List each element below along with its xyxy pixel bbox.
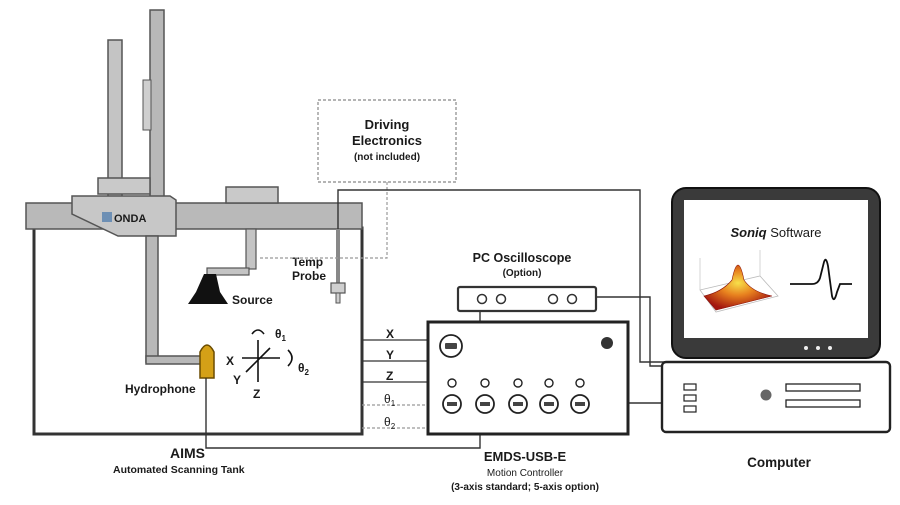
monitor-button-2 bbox=[816, 346, 820, 350]
computer: Soniq Software Computer bbox=[660, 187, 892, 470]
theta1-arrow-icon bbox=[251, 329, 265, 335]
controller-note: (3-axis standard; 5-axis option) bbox=[451, 482, 599, 493]
controller-subtitle: Motion Controller bbox=[487, 468, 564, 479]
beam-carriage bbox=[225, 186, 279, 204]
power-button-icon bbox=[760, 389, 772, 401]
axis-line-label-y: Y bbox=[386, 348, 394, 362]
osc-port-4 bbox=[566, 293, 578, 305]
vertical-column bbox=[149, 9, 165, 201]
temp-probe-tip bbox=[335, 292, 341, 304]
column-bracket bbox=[142, 79, 152, 131]
motion-controller: EMDS-USB-E Motion Controller (3-axis sta… bbox=[426, 320, 630, 493]
drive-slot-2 bbox=[683, 394, 697, 402]
optical-drive-2 bbox=[785, 399, 861, 408]
axis-control-lines: X Y Z θ1 θ2 bbox=[362, 327, 428, 431]
axis-glyph-y bbox=[245, 347, 271, 373]
axis-x-label: X bbox=[226, 354, 234, 368]
onda-logo-mark bbox=[102, 212, 112, 222]
hydrophone-arm bbox=[145, 355, 203, 365]
theta1-label: θ1 bbox=[275, 327, 287, 343]
theta2-label: θ2 bbox=[298, 361, 310, 377]
column-base bbox=[97, 177, 151, 195]
oscilloscope-usb-cable bbox=[596, 296, 668, 367]
optical-drive-1 bbox=[785, 383, 861, 392]
axis-y-label: Y bbox=[233, 373, 241, 387]
status-led bbox=[601, 337, 613, 349]
axis-line-label-theta1: θ1 bbox=[384, 392, 396, 408]
monitor-button-3 bbox=[828, 346, 832, 350]
hydrophone-rod bbox=[145, 235, 159, 363]
beam-profile-plot-icon bbox=[699, 250, 779, 313]
driving-electronics-line1: Driving bbox=[365, 117, 410, 132]
source-arm bbox=[206, 267, 250, 276]
monitor-button-1 bbox=[804, 346, 808, 350]
temp-probe-label-line2: Probe bbox=[292, 269, 326, 283]
hydrophone-probe bbox=[199, 344, 215, 379]
temp-probe-label-line1: Temp bbox=[292, 255, 323, 269]
aims-subtitle: Automated Scanning Tank bbox=[113, 464, 245, 476]
theta2-arrow-icon bbox=[287, 349, 293, 367]
tank-body bbox=[32, 226, 364, 436]
controller-ports bbox=[442, 378, 590, 414]
oscilloscope-note: (Option) bbox=[503, 268, 542, 279]
osc-channel-b-port bbox=[495, 293, 507, 305]
axis-line-label-theta2: θ2 bbox=[384, 415, 396, 431]
aims-scanning-tank: ONDA Hydrophone Source Temp Probe X Y Z … bbox=[25, 9, 364, 476]
temp-probe bbox=[330, 282, 346, 294]
driving-electronics-note: (not included) bbox=[354, 152, 420, 163]
axis-line-label-z: Z bbox=[386, 369, 393, 383]
monitor-screen bbox=[684, 200, 868, 338]
osc-port-3 bbox=[547, 293, 559, 305]
aims-title: AIMS bbox=[170, 445, 205, 461]
controller-title: EMDS-USB-E bbox=[484, 449, 567, 464]
drive-slot-3 bbox=[683, 405, 697, 413]
oscilloscope-title: PC Oscilloscope bbox=[473, 251, 572, 265]
source-mount bbox=[245, 228, 257, 270]
temp-probe-cable bbox=[337, 189, 665, 363]
pc-oscilloscope: PC Oscilloscope (Option) bbox=[456, 251, 598, 313]
computer-label: Computer bbox=[747, 455, 811, 470]
vertical-rail bbox=[107, 39, 123, 201]
temp-probe-stem bbox=[336, 229, 340, 283]
power-switch-icon bbox=[445, 343, 457, 349]
osc-channel-a-port bbox=[476, 293, 488, 305]
driving-electronics-outline bbox=[317, 99, 457, 183]
hydrophone-label: Hydrophone bbox=[125, 382, 196, 396]
axis-glyph bbox=[242, 329, 293, 382]
driving-cable bbox=[258, 182, 388, 259]
driving-electronics-box: Driving Electronics (not included) bbox=[317, 99, 457, 183]
onda-logo-text: ONDA bbox=[114, 213, 146, 225]
axis-z-label: Z bbox=[253, 387, 260, 401]
onda-logo: ONDA bbox=[102, 212, 146, 225]
oscilloscope-body bbox=[456, 285, 598, 313]
drive-slot-1 bbox=[683, 383, 697, 391]
waveform-plot-icon bbox=[790, 258, 852, 301]
source-label: Source bbox=[232, 293, 273, 307]
desktop-case bbox=[660, 360, 892, 434]
source-transducer bbox=[188, 274, 228, 304]
driving-electronics-line2: Electronics bbox=[352, 133, 422, 148]
gantry-carriage bbox=[71, 195, 177, 237]
software-title: Soniq Software bbox=[730, 225, 821, 240]
axis-line-label-x: X bbox=[386, 327, 394, 341]
